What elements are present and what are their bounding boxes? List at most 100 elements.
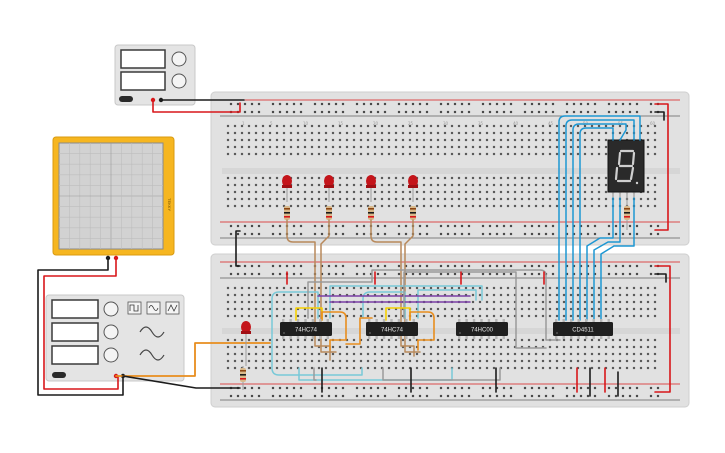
terminal-hole[interactable] [478, 300, 482, 304]
rail-hole[interactable] [502, 110, 506, 114]
terminal-hole[interactable] [499, 286, 503, 290]
terminal-hole[interactable] [338, 131, 342, 135]
terminal-hole[interactable] [331, 204, 335, 208]
terminal-hole[interactable] [471, 190, 475, 194]
terminal-hole[interactable] [576, 138, 580, 142]
rail-hole[interactable] [635, 102, 639, 106]
terminal-hole[interactable] [485, 131, 489, 135]
terminal-hole[interactable] [590, 366, 594, 370]
terminal-hole[interactable] [289, 359, 293, 363]
terminal-hole[interactable] [415, 131, 419, 135]
terminal-hole[interactable] [464, 183, 468, 187]
terminal-hole[interactable] [443, 183, 447, 187]
rail-hole[interactable] [376, 232, 380, 236]
rail-hole[interactable] [509, 110, 513, 114]
led-red[interactable] [366, 175, 376, 202]
terminal-hole[interactable] [310, 190, 314, 194]
terminal-hole[interactable] [450, 359, 454, 363]
terminal-hole[interactable] [513, 152, 517, 156]
terminal-hole[interactable] [576, 352, 580, 356]
terminal-hole[interactable] [387, 197, 391, 201]
rail-hole[interactable] [488, 232, 492, 236]
terminal-hole[interactable] [310, 152, 314, 156]
terminal-hole[interactable] [373, 286, 377, 290]
terminal-hole[interactable] [534, 124, 538, 128]
terminal-hole[interactable] [310, 338, 314, 342]
terminal-hole[interactable] [233, 145, 237, 149]
rail-hole[interactable] [593, 394, 597, 398]
terminal-hole[interactable] [590, 338, 594, 342]
terminal-hole[interactable] [429, 352, 433, 356]
terminal-hole[interactable] [464, 286, 468, 290]
wire-scope-probe[interactable] [43, 257, 119, 390]
terminal-hole[interactable] [352, 176, 356, 180]
terminal-hole[interactable] [436, 352, 440, 356]
rail-hole[interactable] [285, 102, 289, 106]
terminal-hole[interactable] [429, 124, 433, 128]
rail-hole[interactable] [635, 224, 639, 228]
rail-hole[interactable] [565, 232, 569, 236]
terminal-hole[interactable] [618, 314, 622, 318]
terminal-hole[interactable] [597, 300, 601, 304]
terminal-hole[interactable] [478, 286, 482, 290]
rail-hole[interactable] [614, 102, 618, 106]
terminal-hole[interactable] [296, 359, 300, 363]
terminal-hole[interactable] [541, 345, 545, 349]
rail-hole[interactable] [628, 224, 632, 228]
terminal-hole[interactable] [380, 338, 384, 342]
terminal-hole[interactable] [639, 293, 643, 297]
terminal-hole[interactable] [464, 352, 468, 356]
terminal-hole[interactable] [527, 359, 531, 363]
terminal-hole[interactable] [226, 145, 230, 149]
terminal-hole[interactable] [415, 190, 419, 194]
terminal-hole[interactable] [520, 293, 524, 297]
rail-hole[interactable] [334, 224, 338, 228]
terminal-hole[interactable] [520, 176, 524, 180]
terminal-hole[interactable] [555, 183, 559, 187]
terminal-hole[interactable] [317, 314, 321, 318]
terminal-hole[interactable] [317, 145, 321, 149]
terminal-hole[interactable] [422, 183, 426, 187]
rail-hole[interactable] [537, 386, 541, 390]
rail-hole[interactable] [446, 110, 450, 114]
terminal-hole[interactable] [380, 314, 384, 318]
terminal-hole[interactable] [240, 338, 244, 342]
terminal-hole[interactable] [366, 307, 370, 311]
rail-hole[interactable] [523, 264, 527, 268]
rail-hole[interactable] [488, 102, 492, 106]
terminal-hole[interactable] [226, 338, 230, 342]
terminal-hole[interactable] [541, 204, 545, 208]
terminal-hole[interactable] [254, 197, 258, 201]
terminal-hole[interactable] [443, 152, 447, 156]
rail-hole[interactable] [327, 264, 331, 268]
wire-blue[interactable] [565, 119, 635, 321]
terminal-hole[interactable] [233, 338, 237, 342]
terminal-hole[interactable] [597, 286, 601, 290]
terminal-hole[interactable] [506, 359, 510, 363]
rail-hole[interactable] [383, 110, 387, 114]
terminal-hole[interactable] [625, 293, 629, 297]
terminal-hole[interactable] [268, 286, 272, 290]
rail-hole[interactable] [292, 102, 296, 106]
terminal-hole[interactable] [604, 338, 608, 342]
rail-hole[interactable] [649, 224, 653, 228]
terminal-hole[interactable] [296, 366, 300, 370]
terminal-hole[interactable] [443, 124, 447, 128]
terminal-hole[interactable] [296, 124, 300, 128]
terminal-hole[interactable] [331, 314, 335, 318]
terminal-hole[interactable] [345, 293, 349, 297]
terminal-hole[interactable] [422, 352, 426, 356]
terminal-hole[interactable] [457, 352, 461, 356]
terminal-hole[interactable] [401, 204, 405, 208]
rail-hole[interactable] [292, 110, 296, 114]
terminal-hole[interactable] [527, 366, 531, 370]
rail-hole[interactable] [579, 110, 583, 114]
terminal-hole[interactable] [548, 204, 552, 208]
terminal-hole[interactable] [457, 176, 461, 180]
rail-hole[interactable] [481, 224, 485, 228]
terminal-hole[interactable] [240, 183, 244, 187]
rail-hole[interactable] [285, 264, 289, 268]
rail-hole[interactable] [243, 394, 247, 398]
terminal-hole[interactable] [289, 286, 293, 290]
terminal-hole[interactable] [352, 145, 356, 149]
